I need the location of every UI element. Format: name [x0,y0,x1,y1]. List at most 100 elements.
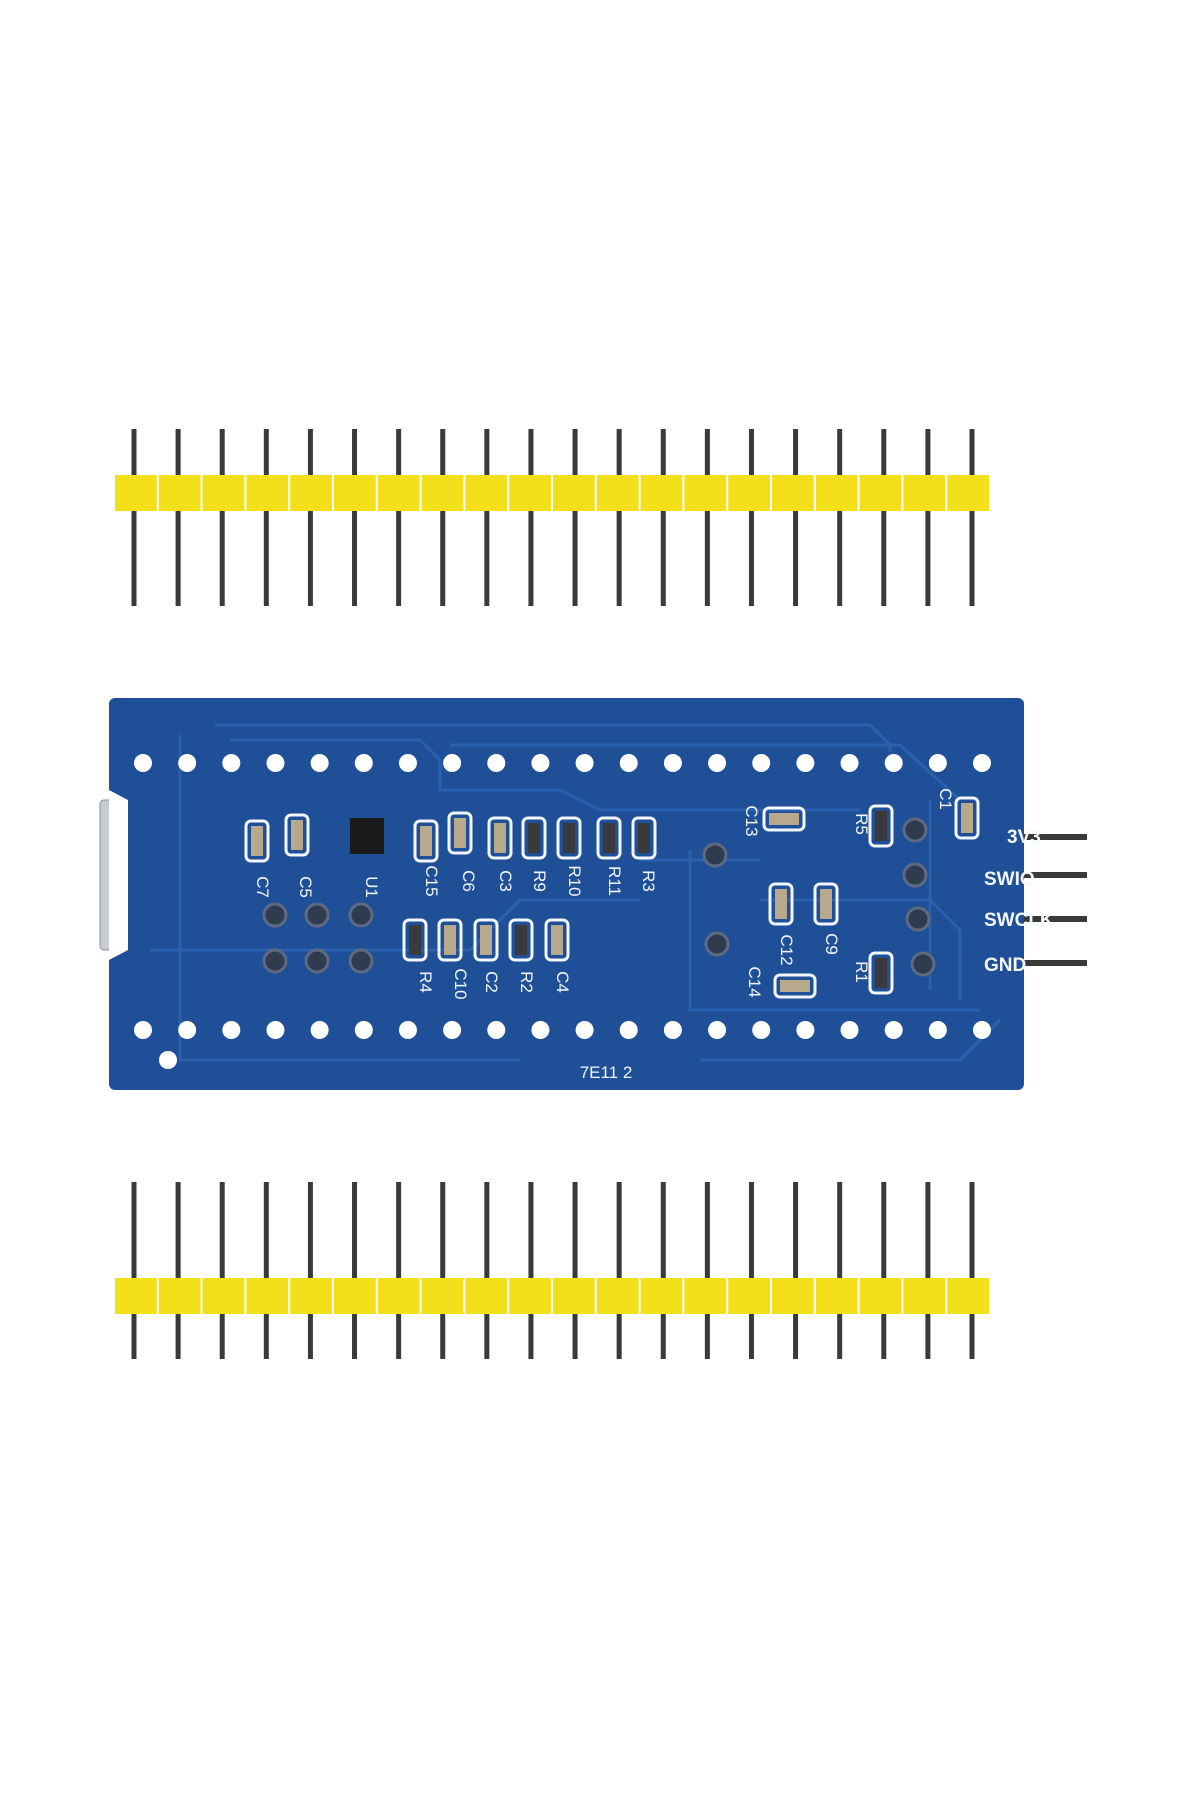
header-pin [925,1182,931,1359]
header-plastic-segment [728,1278,770,1314]
silkscreen-label-c6: C6 [459,870,478,892]
capacitor-c1 [961,803,973,833]
header-pin [352,1182,358,1359]
header-plastic-segment [815,475,858,511]
header-plastic-segment [290,475,332,511]
header-plastic-segment [509,1278,551,1314]
header-pin [616,429,622,606]
solder-pad [910,951,936,977]
through-hole [354,754,373,772]
header-pin [528,429,534,606]
through-hole [134,754,152,772]
header-pin [484,429,490,606]
footprint-r9 [521,816,547,860]
capacitor-c6 [454,818,466,848]
header-plastic-segment [859,475,902,511]
solder-pad [348,948,374,974]
through-hole [663,1021,682,1039]
header-plastic-segment [903,475,946,511]
solder-pad [704,931,730,957]
footprint-r2 [508,918,534,962]
header-plastic-segment [334,475,376,511]
solder-pad [902,862,928,888]
capacitor-c15 [420,826,432,856]
header-pin [704,429,710,606]
capacitor-c9 [820,889,832,919]
through-hole [928,754,947,772]
footprint-c9 [813,882,839,926]
header-plastic-segment [684,1278,727,1314]
silkscreen-label-r2: R2 [517,971,536,993]
capacitor-c10 [444,925,456,955]
header-pin [881,429,887,606]
header-pin [131,1182,137,1359]
header-plastic-segment [115,1278,157,1314]
header-plastic-segment [246,475,289,511]
through-hole [398,1021,417,1039]
header-plastic-segment [377,1278,420,1314]
capacitor-c3 [494,823,506,853]
silkscreen-label-r1: R1 [852,961,871,983]
through-hole [487,1021,506,1039]
header-pin [837,1182,843,1359]
header-pin [219,429,225,606]
through-hole [973,754,991,772]
silkscreen-label-c3: C3 [496,870,515,892]
through-hole [796,1021,815,1039]
capacitor-c14 [780,980,810,992]
through-hole [884,754,903,772]
header-plastic-segment [246,1278,289,1314]
header-plastic-segment [334,1278,376,1314]
footprint-c1 [954,796,980,840]
header-plastic-segment [772,1278,814,1314]
resistor-r4 [409,925,421,955]
footprint-c10 [437,918,463,962]
footprint-c4 [544,918,570,962]
header-plastic-segment [772,475,814,511]
through-hole [840,1021,859,1039]
silkscreen-label-c1: C1 [936,788,955,810]
through-hole [663,754,682,772]
pin-label-swclk: SWCLK [984,910,1054,931]
through-hole [619,754,638,772]
header-plastic-segment [815,1278,858,1314]
through-hole [708,754,727,772]
pin-header-bottom [115,1182,989,1359]
through-hole [752,754,771,772]
header-plastic-segment [640,1278,683,1314]
header-plastic-segment [509,475,551,511]
silkscreen-label-c9: C9 [822,933,841,955]
through-hole [575,754,594,772]
header-plastic-segment [465,475,508,511]
silkscreen-label-r10: R10 [565,865,584,896]
solder-pad [348,902,374,928]
resistor-r1 [875,958,887,988]
solder-pad [905,906,931,932]
header-plastic-segment [202,1278,245,1314]
solder-pad [262,902,288,928]
through-hole [619,1021,638,1039]
header-plastic-segment [377,475,420,511]
silkscreen-label-r3: R3 [639,870,658,892]
capacitor-c2 [480,925,492,955]
header-plastic-segment [115,475,157,511]
through-hole [884,1021,903,1039]
header-plastic-segment [553,1278,595,1314]
silkscreen-label-c7: C7 [253,876,272,898]
silkscreen-label-r9: R9 [530,870,549,892]
through-hole [973,1021,991,1039]
capacitor-c12 [775,889,787,919]
header-pin [660,429,666,606]
header-pin [396,1182,402,1359]
silkscreen-label-c2: C2 [482,971,501,993]
solder-pad [304,902,330,928]
resistor-r11 [603,823,615,853]
resistor-r9 [528,823,540,853]
header-plastic-segment [202,475,245,511]
through-hole [222,1021,241,1039]
capacitor-c7 [251,826,263,856]
silkscreen-label-c14: C14 [745,966,764,997]
header-pin [748,1182,754,1359]
